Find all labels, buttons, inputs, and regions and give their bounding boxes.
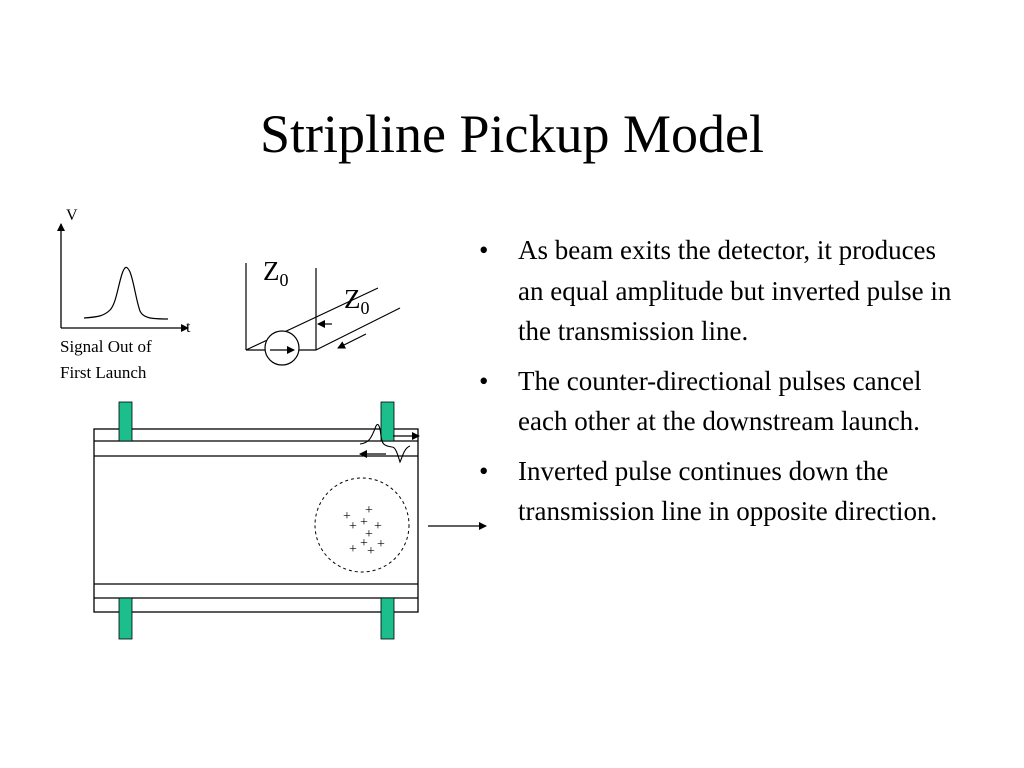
- signal-pulse-curve: [83, 266, 169, 320]
- bullet-dot: •: [479, 235, 489, 265]
- signal-plot: V t Signal Out of First Launch: [57, 207, 191, 382]
- charge-plus-sign: +: [343, 509, 351, 524]
- bullet-item: • The counter-directional pulses cancel e…: [478, 361, 958, 442]
- charge-plus-sign: +: [360, 536, 368, 551]
- feedthrough-lower-right: [380, 597, 395, 640]
- charge-plus-sign: +: [377, 537, 385, 552]
- transmission-line-sketch: Z0 Z0: [245, 256, 401, 366]
- current-source-circle: [264, 330, 300, 366]
- bullet-list: • As beam exits the detector, it produces…: [478, 230, 958, 541]
- impedance-symbol: Z: [263, 256, 280, 286]
- pickup-outer-box: [93, 428, 419, 613]
- charge-plus-sign: +: [365, 527, 373, 542]
- travel-arrow: [337, 333, 367, 349]
- beam-charges: ++++++++++: [343, 503, 385, 559]
- feedthrough-lower-left: [118, 597, 133, 640]
- signal-caption-line1: Signal Out of: [60, 337, 152, 356]
- pickup-body: ++++++++++: [93, 401, 487, 640]
- signal-caption-line2: First Launch: [60, 363, 147, 382]
- signal-y-label: V: [66, 207, 78, 224]
- feedthrough-upper-right: [380, 401, 395, 442]
- signal-x-label: t: [186, 319, 191, 336]
- impedance-subscript: 0: [361, 298, 370, 318]
- bullet-text: The counter-directional pulses cancel ea…: [518, 365, 922, 437]
- impedance-label-z0-upper: Z0: [263, 256, 289, 290]
- beam-bunch-outline: [314, 477, 410, 573]
- bullet-item: • Inverted pulse continues down the trans…: [478, 451, 958, 532]
- impedance-subscript: 0: [280, 270, 289, 290]
- charge-plus-sign: +: [374, 519, 382, 534]
- charge-plus-sign: +: [349, 519, 357, 534]
- bullet-text: Inverted pulse continues down the transm…: [518, 455, 938, 527]
- bipolar-pulse: [359, 423, 411, 464]
- bullet-text: As beam exits the detector, it produces …: [518, 235, 952, 346]
- bullet-dot: •: [479, 455, 489, 486]
- stripline-diagram: V t Signal Out of First Launch Z0 Z0 +++…: [57, 207, 487, 640]
- charge-plus-sign: +: [360, 515, 368, 530]
- feedthrough-upper-left: [118, 401, 133, 442]
- charge-plus-sign: +: [349, 542, 357, 557]
- charge-plus-sign: +: [365, 503, 373, 518]
- bullet-dot: •: [479, 365, 489, 396]
- charge-plus-sign: +: [367, 544, 375, 559]
- impedance-label-z0-lower: Z0: [344, 284, 370, 318]
- sketch-strip-edge-back: [315, 307, 401, 351]
- bullet-item: • As beam exits the detector, it produces…: [478, 230, 958, 352]
- impedance-symbol: Z: [344, 284, 361, 314]
- slide-title: Stripline Pickup Model: [260, 104, 764, 164]
